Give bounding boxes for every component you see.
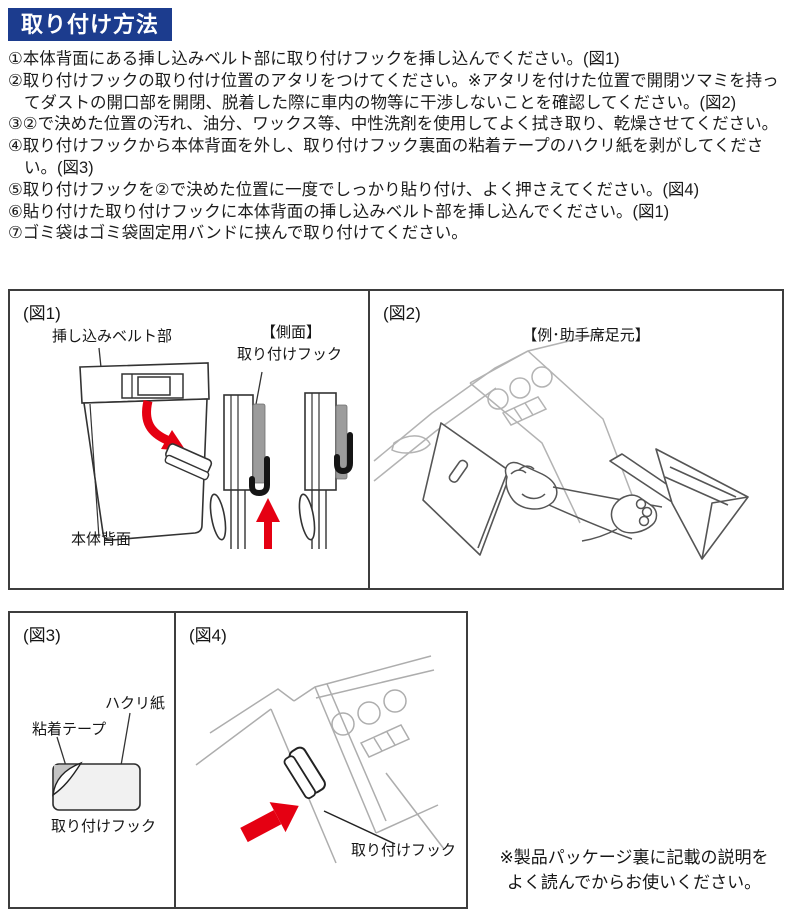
instruction-step: ③②で決めた位置の汚れ、油分、ワックス等、中性洗剤を使用してよく拭き取り、乾燥さ… [8,115,779,134]
dashboard-sketch [373,330,633,524]
belt-part-label: 挿し込みベルト部 [52,328,173,345]
folded-bag [609,448,749,560]
figure-2-panel: (図2) 【例･助手席足元】 [370,291,782,588]
figure-label: (図1) [23,304,61,323]
fig3-illustration [52,712,141,811]
page-title: 取り付け方法 [8,8,173,41]
body-back-panel [83,398,208,541]
instruction-step: ①本体背面にある挿し込みベルト部に取り付けフックを挿し込んでください。(図1) [8,50,620,68]
instruction-step-continuation: てダストの開口部を開閉、脱着した際に車内の物等に干渉しないことを確認してください… [24,93,737,112]
instruction-step: ⑤取り付けフックを②で決めた位置に一度でしっかり貼り付け、よく押さえてください。… [8,180,700,199]
instruction-step: ⑥貼り付けた取り付けフックに本体背面の挿し込みベルト部を挿し込んでください。(図… [8,202,670,221]
hook-plate [283,746,326,800]
peeled-release-paper [52,761,83,797]
red-diagonal-arrow-icon [240,802,299,843]
instruction-step-continuation: い。(図3) [24,158,94,177]
hook-label: 取り付けフック [237,346,343,363]
instruction-step: ④取り付けフックから本体背面を外し、取り付けフック裏面の粘着テープのハクリ紙を剥… [8,137,764,156]
hook-pad [52,763,141,811]
package-note: ※製品パッケージ裏に記載の説明を よく読んでからお使いください。 [468,845,800,895]
hand-pinching-bag [581,494,658,542]
body-edge-line [89,403,100,539]
red-curved-arrow-icon [142,399,186,451]
example-caption: 【例･助手席足元】 [522,327,650,344]
hook-plate [164,443,213,481]
figure-3-panel: (図3) ハクリ紙 粘着テープ 取り付けフック [10,613,176,907]
hook-label: 取り付けフック [351,842,457,859]
side-view-caption: 【側面】 [261,324,322,341]
figure-4-panel: (図4) 取り付けフック [176,613,466,907]
figure-label: (図4) [189,626,227,645]
leader-line [323,810,396,845]
figure-label: (図3) [23,626,61,645]
j-hook [249,456,270,497]
body-back-label: 本体背面 [71,531,132,548]
hook-label: 取り付けフック [51,818,157,835]
fig4-illustration [195,655,445,864]
dashboard-sketch [195,655,445,864]
dust-box-bag [422,422,512,556]
instruction-step: ⑦ゴミ袋はゴミ袋固定用バンドに挟んで取り付けてください。 [8,224,468,243]
instruction-list: ①本体背面にある挿し込みベルト部に取り付けフックを挿し込んでください。(図1) … [8,49,798,245]
belt-tab [137,376,171,396]
j-hook [334,432,353,475]
side-view-after [298,392,353,549]
figure-box-top: (図1) 挿し込みベルト部 【側面】 取り付けフック 本体背面 [8,289,784,590]
figure-1-panel: (図1) 挿し込みベルト部 【側面】 取り付けフック 本体背面 [10,291,370,588]
figure-box-bottom: (図3) ハクリ紙 粘着テープ 取り付けフック [8,611,468,909]
instruction-step: ②取り付けフックの取り付け位置のアタリをつけてください。※アタリを付けた位置で開… [8,71,779,90]
tape-label: 粘着テープ [32,721,107,738]
leader-line [56,736,67,767]
figure-label: (図2) [383,304,421,323]
hook-base-gray [252,403,266,484]
release-paper-label: ハクリ紙 [105,695,166,712]
package-note-line: よく読んでからお使いください。 [506,873,762,892]
package-note-line: ※製品パッケージ裏に記載の説明を [499,848,769,867]
red-up-arrow-icon [256,498,280,549]
fig1-illustration [79,347,353,549]
fig2-illustration [373,330,749,560]
band-loop [209,493,227,541]
band-loop [298,493,316,541]
side-view-before [209,394,280,549]
